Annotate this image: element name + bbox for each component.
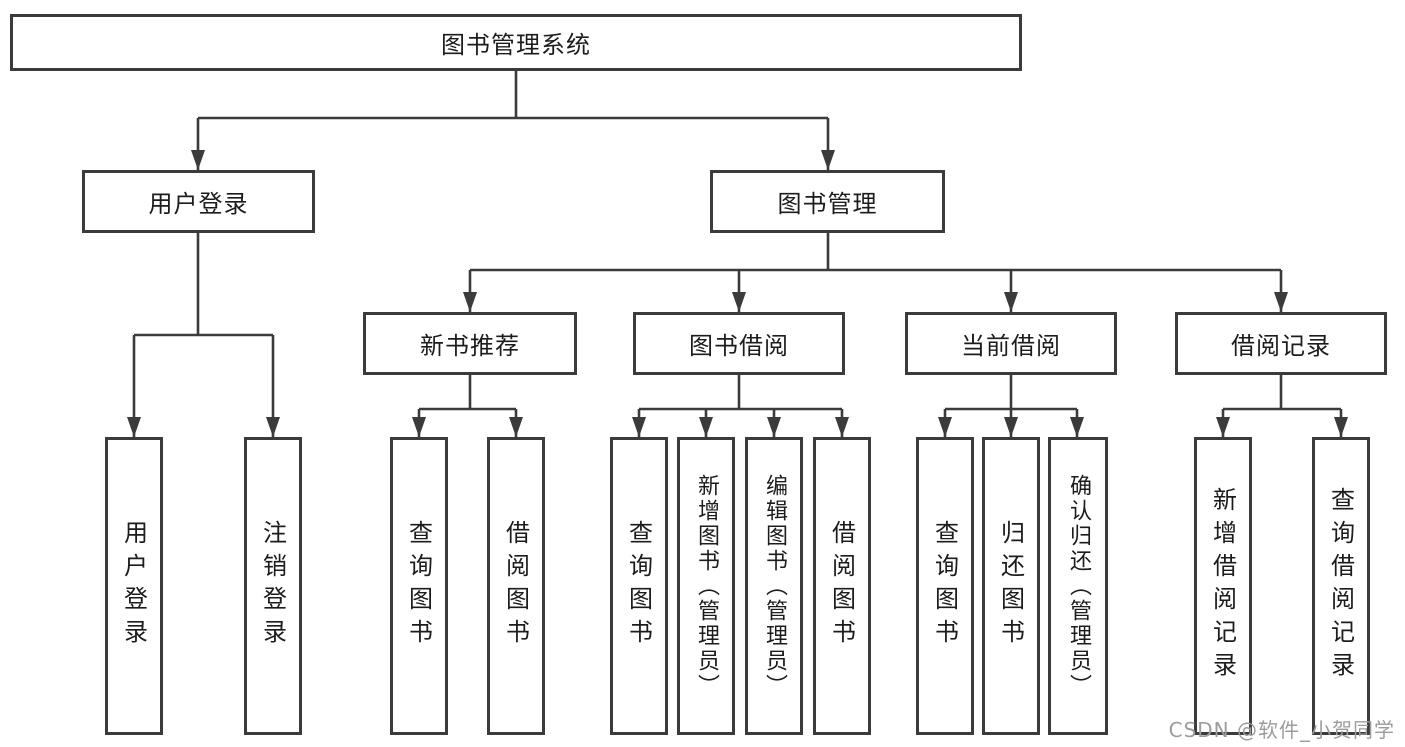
leaf-rec-borrow-books: 借阅图书 <box>487 437 545 735</box>
leaf-borrow-borrow-books: 借阅图书 <box>813 437 871 735</box>
node-book-management: 图书管理 <box>710 170 945 233</box>
leaf-borrow-edit-books-admin: 编辑图书（管理员） <box>745 437 803 735</box>
leaf-logout: 注销登录 <box>244 437 302 735</box>
node-current-borrow: 当前借阅 <box>905 312 1117 375</box>
leaf-user-login: 用户登录 <box>105 437 163 735</box>
node-new-book-recommend: 新书推荐 <box>363 312 577 375</box>
leaf-cur-query-books: 查询图书 <box>916 437 974 735</box>
node-borrow-records: 借阅记录 <box>1175 312 1387 375</box>
leaf-borrow-query-books: 查询图书 <box>610 437 668 735</box>
csdn-watermark: CSDN @软件_小贺同学 <box>1168 718 1395 742</box>
leaf-rec-query-books: 查询图书 <box>390 437 448 735</box>
leaf-cur-confirm-return-admin: 确认归还（管理员） <box>1048 437 1108 735</box>
leaf-cur-return-books: 归还图书 <box>982 437 1040 735</box>
node-user-login: 用户登录 <box>82 170 315 233</box>
leaf-records-query-record: 查询借阅记录 <box>1312 437 1370 735</box>
node-root: 图书管理系统 <box>10 14 1022 71</box>
leaf-borrow-add-books-admin: 新增图书（管理员） <box>677 437 735 735</box>
leaf-records-add-record: 新增借阅记录 <box>1194 437 1252 735</box>
node-book-borrow: 图书借阅 <box>633 312 845 375</box>
